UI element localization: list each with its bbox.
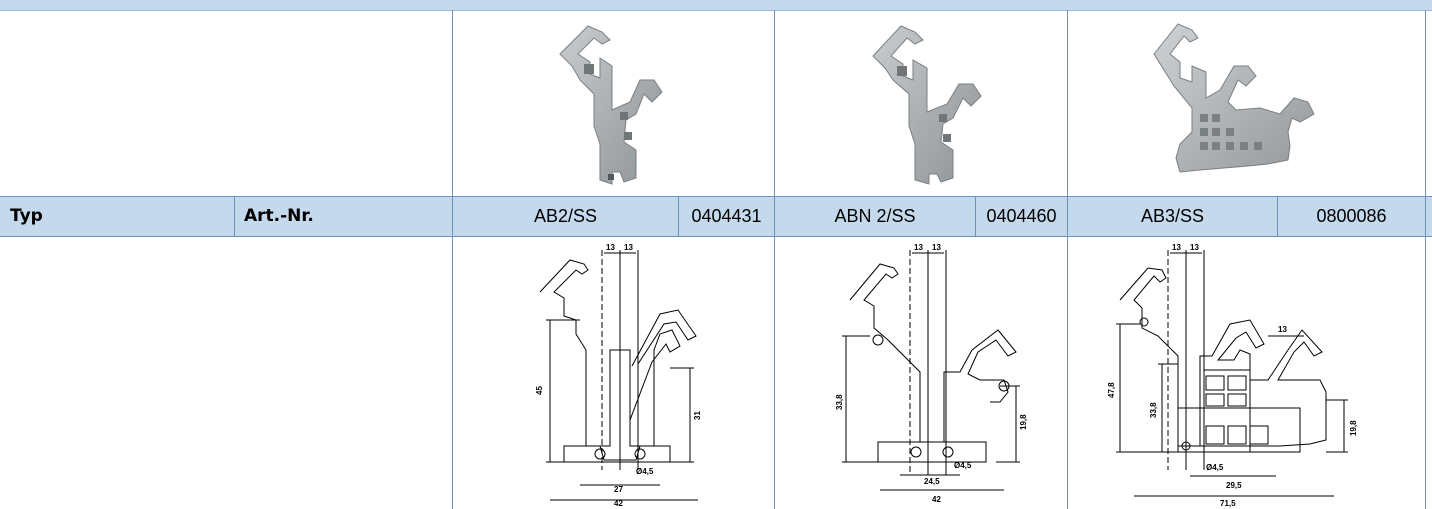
grid-line — [774, 10, 775, 509]
dim-label: Ø4,5 — [636, 467, 654, 476]
product-type: ABN 2/SS — [834, 206, 916, 226]
article-number: 0404460 — [986, 206, 1057, 226]
grid-line — [975, 196, 976, 236]
dim-label: Ø4,5 — [1206, 463, 1224, 472]
dim-label: 13 — [1172, 243, 1181, 252]
grid-line — [234, 196, 235, 236]
dim-label: 29,5 — [1226, 481, 1242, 490]
dim-label: Ø4,5 — [954, 461, 972, 470]
product-type: AB2/SS — [533, 206, 598, 226]
dim-label: 42 — [614, 499, 623, 508]
dim-label: 47,8 — [1107, 382, 1116, 398]
dim-label: 13 — [914, 243, 923, 252]
dim-label: 13 — [1278, 325, 1287, 334]
dim-label: 71,5 — [1220, 499, 1236, 508]
column-header-typ: Typ — [10, 206, 43, 226]
article-number: 0404431 — [691, 206, 762, 226]
dim-label: 19,8 — [1019, 414, 1028, 430]
dim-label: 19,8 — [1349, 420, 1358, 436]
dim-label: 42 — [932, 495, 941, 504]
dim-label: 13 — [624, 243, 633, 252]
grid-line — [0, 196, 1432, 197]
technical-drawing-abn2: 13 13 33,8 19,8 Ø4,5 24,5 42 — [835, 243, 1028, 504]
dim-label: 33,8 — [835, 394, 844, 410]
grid-line — [452, 10, 453, 509]
dim-label: 13 — [1190, 243, 1199, 252]
product-photo-ab2 — [559, 25, 663, 185]
column-header-artnr: Art.-Nr. — [244, 206, 314, 226]
dim-label: 13 — [606, 243, 615, 252]
dim-label: 33,8 — [1149, 402, 1158, 418]
dim-label: 31 — [693, 411, 702, 420]
grid-line — [0, 236, 1432, 237]
grid-line — [1425, 10, 1426, 509]
dim-label: 27 — [614, 485, 623, 494]
table-header-row — [0, 196, 1432, 236]
product-type: AB3/SS — [1140, 206, 1205, 226]
grid-line — [1067, 10, 1068, 509]
product-photo-ab3 — [1153, 23, 1315, 173]
table-top-bar — [0, 0, 1432, 11]
article-number: 0800086 — [1316, 206, 1387, 226]
product-photo-abn2 — [872, 25, 982, 185]
technical-drawing-ab2: 13 13 45 31 Ø4,5 27 42 — [535, 243, 702, 508]
dim-label: 24,5 — [924, 477, 940, 486]
technical-drawing-ab3: 13 13 13 47,8 33,8 19,8 Ø4,5 29,5 71,5 — [1107, 243, 1358, 508]
dim-label: 13 — [932, 243, 941, 252]
grid-line — [678, 196, 679, 236]
grid-line — [1277, 196, 1278, 236]
dim-label: 45 — [535, 386, 544, 395]
